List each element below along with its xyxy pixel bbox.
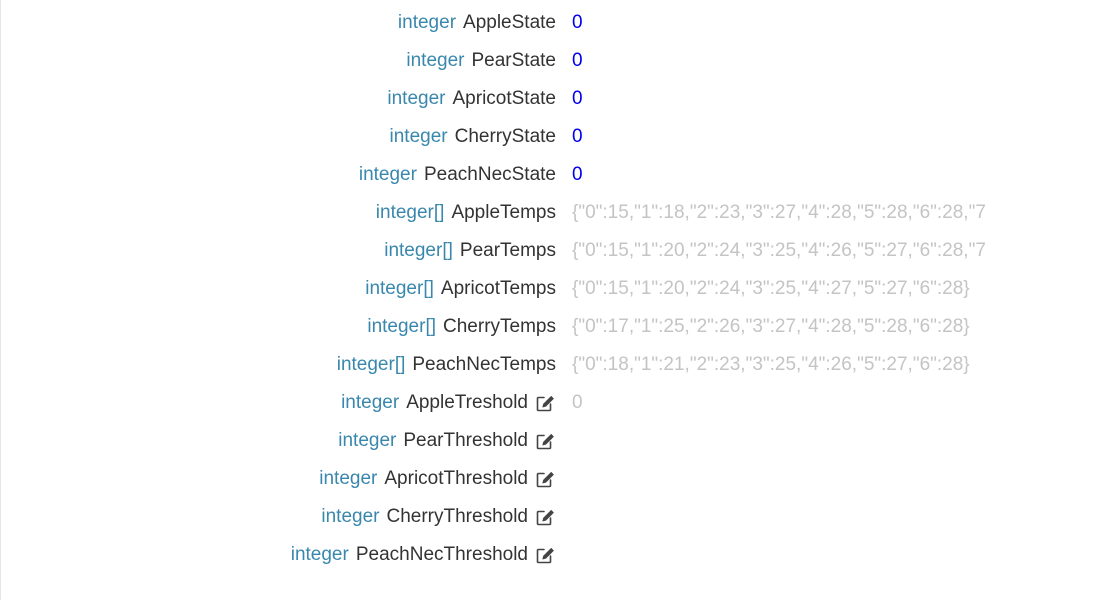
variable-type: integer[] — [365, 278, 434, 299]
variable-label: integer[] PearTemps — [1, 232, 556, 270]
variable-name: CherryState — [454, 126, 556, 147]
variable-value: 0 — [572, 88, 583, 109]
variable-label: integer AppleState — [1, 4, 556, 42]
variable-row-pearthreshold: integer PearThreshold — [1, 422, 1106, 460]
variable-name: PearThreshold — [403, 430, 528, 451]
variable-row-apricottemps: integer[] ApricotTemps {"0":15,"1":20,"2… — [1, 270, 1106, 308]
variable-label: integer[] PeachNecTemps — [1, 346, 556, 384]
variable-type: integer — [321, 506, 380, 527]
variable-value: 0 — [572, 50, 583, 71]
variable-name: AppleState — [463, 12, 556, 33]
variable-type: integer — [358, 164, 417, 185]
variable-row-peachnectemps: integer[] PeachNecTemps {"0":18,"1":21,"… — [1, 346, 1106, 384]
variable-row-cherrystate: integer CherryState 0 — [1, 118, 1106, 156]
edit-icon[interactable] — [534, 468, 556, 490]
edit-icon[interactable] — [534, 392, 556, 414]
variable-row-appletreshold: integer AppleTreshold 0 — [1, 384, 1106, 422]
edit-icon[interactable] — [534, 506, 556, 528]
variable-type: integer — [341, 392, 400, 413]
variable-value: {"0":17,"1":25,"2":26,"3":27,"4":28,"5":… — [572, 316, 970, 337]
variable-value: 0 — [572, 164, 583, 185]
variable-name: PearState — [471, 50, 557, 71]
variable-value: 0 — [572, 12, 583, 33]
variable-value: 0 — [572, 392, 583, 413]
variable-type: integer — [319, 468, 378, 489]
edit-icon[interactable] — [534, 544, 556, 566]
variable-row-peartemps: integer[] PearTemps {"0":15,"1":20,"2":2… — [1, 232, 1106, 270]
variable-type: integer — [406, 50, 465, 71]
variable-label: integer PeachNecState — [1, 156, 556, 194]
variable-name: PearTemps — [459, 240, 556, 261]
variable-row-appletemps: integer[] AppleTemps {"0":15,"1":18,"2":… — [1, 194, 1106, 232]
variable-value: {"0":15,"1":20,"2":24,"3":25,"4":27,"5":… — [572, 278, 970, 299]
variable-type: integer — [397, 12, 457, 33]
variable-name: PeachNecState — [423, 164, 556, 185]
variable-row-apricotthreshold: integer ApricotThreshold — [1, 460, 1106, 498]
variable-label: integer PearState — [1, 42, 556, 80]
variable-name: ApricotThreshold — [384, 468, 528, 489]
variable-name: PeachNecTemps — [412, 354, 556, 375]
variable-label: integer PearThreshold — [1, 422, 556, 460]
variable-label: integer ApricotState — [1, 80, 556, 118]
variable-label: integer CherryThreshold — [1, 498, 556, 536]
variable-value: 0 — [572, 126, 583, 147]
variable-value: {"0":15,"1":18,"2":23,"3":27,"4":28,"5":… — [572, 202, 986, 223]
variable-name: CherryTemps — [443, 316, 556, 337]
variable-name: ApricotTemps — [440, 278, 556, 299]
variable-label: integer[] AppleTemps — [1, 194, 556, 232]
variable-type: integer[] — [375, 202, 445, 223]
variable-name: CherryThreshold — [386, 506, 529, 527]
variable-row-pearstate: integer PearState 0 — [1, 42, 1106, 80]
variable-label: integer AppleTreshold — [1, 384, 556, 422]
variable-value: {"0":18,"1":21,"2":23,"3":25,"4":26,"5":… — [572, 354, 970, 375]
variable-row-cherrytemps: integer[] CherryTemps {"0":17,"1":25,"2"… — [1, 308, 1106, 346]
variable-type: integer[] — [384, 240, 453, 261]
variable-name: PeachNecThreshold — [355, 544, 528, 565]
variable-type: integer[] — [367, 316, 437, 337]
variable-type: integer — [338, 430, 397, 451]
variable-label: integer[] ApricotTemps — [1, 270, 556, 308]
variable-name: AppleTemps — [451, 202, 556, 223]
variable-list: integer AppleState 0 integer PearState 0… — [1, 4, 1106, 574]
variable-row-peachnecthreshold: integer PeachNecThreshold — [1, 536, 1106, 574]
variable-label: integer PeachNecThreshold — [1, 536, 556, 574]
edit-icon[interactable] — [534, 430, 556, 452]
variable-name: AppleTreshold — [406, 392, 528, 413]
variable-type: integer — [389, 126, 448, 147]
variable-type: integer[] — [336, 354, 406, 375]
variable-label: integer CherryState — [1, 118, 556, 156]
variable-row-apricotstate: integer ApricotState 0 — [1, 80, 1106, 118]
variable-label: integer ApricotThreshold — [1, 460, 556, 498]
variable-row-cherrythreshold: integer CherryThreshold — [1, 498, 1106, 536]
variable-row-peachnecstate: integer PeachNecState 0 — [1, 156, 1106, 194]
variable-row-applestate: integer AppleState 0 — [1, 4, 1106, 42]
variable-name: ApricotState — [452, 88, 557, 109]
variable-label: integer[] CherryTemps — [1, 308, 556, 346]
variable-type: integer — [387, 88, 446, 109]
variable-type: integer — [290, 544, 349, 565]
variable-value: {"0":15,"1":20,"2":24,"3":25,"4":26,"5":… — [572, 240, 986, 261]
